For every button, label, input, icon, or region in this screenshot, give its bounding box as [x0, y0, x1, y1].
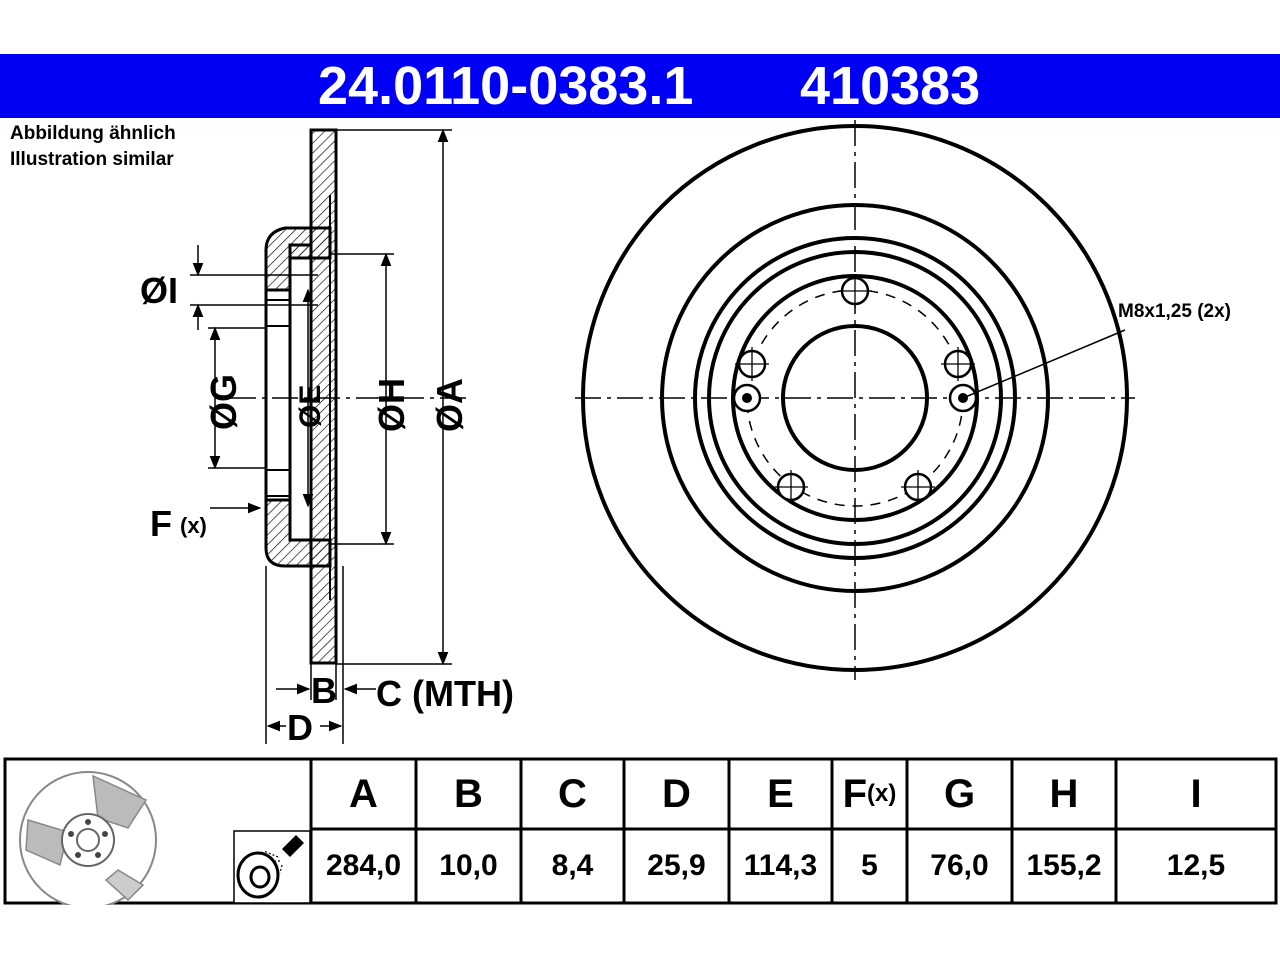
dim-h: ØH — [330, 252, 412, 546]
thread-callout: M8x1,25 (2x) — [962, 301, 1231, 399]
value-b: 10,0 — [439, 849, 498, 882]
label-dia-e: ØE — [294, 385, 327, 428]
header-f-letter: F — [842, 771, 868, 816]
dim-g: ØG — [203, 326, 266, 470]
note-german: Abbildung ähnlich — [10, 123, 176, 144]
label-f: F — [150, 503, 172, 544]
article-number: 410383 — [800, 56, 981, 116]
label-dia-i: ØI — [140, 270, 178, 311]
threaded-holes — [732, 383, 978, 413]
label-f-suffix: (x) — [180, 513, 207, 538]
hat-lower-section — [290, 538, 332, 568]
note-english: Illustration similar — [10, 149, 174, 170]
value-g: 76,0 — [930, 849, 989, 882]
header-bar: 24.0110-0383.1 410383 — [0, 54, 1280, 118]
header-f: F(x) — [832, 759, 907, 829]
disc-front-view — [575, 120, 1135, 680]
bolt-hole — [901, 470, 935, 504]
dim-e: ØE — [294, 288, 327, 508]
part-number: 24.0110-0383.1 — [318, 56, 694, 116]
bolt-holes — [735, 274, 975, 504]
header-i: I — [1190, 771, 1202, 816]
bolt-hole — [774, 470, 808, 504]
table-grid — [3, 757, 1278, 905]
value-i: 12,5 — [1166, 849, 1226, 882]
dim-i: ØI — [140, 245, 318, 330]
dim-b-c-d: B C (MTH) D — [265, 566, 514, 748]
header-c: C — [558, 771, 587, 816]
spray-cleaning-icon — [233, 830, 311, 904]
value-a: 284,0 — [325, 849, 402, 882]
threaded-hole — [732, 383, 762, 413]
header-a: A — [349, 771, 378, 816]
value-h: 155,2 — [1026, 849, 1102, 882]
dim-f: F (x) — [150, 502, 262, 544]
dimension-table: A B C D E F(x) G H I 284,0 10,0 8,4 25,9… — [0, 757, 1280, 905]
value-c: 8,4 — [551, 849, 594, 882]
value-e: 114,3 — [743, 849, 818, 882]
value-f: 5 — [861, 849, 878, 882]
header-d: D — [662, 771, 691, 816]
label-dia-h: ØH — [371, 378, 412, 432]
dim-a: ØA — [336, 128, 470, 666]
label-dia-a: ØA — [429, 378, 470, 432]
bolt-hole — [735, 347, 769, 381]
bolt-hole — [941, 347, 975, 381]
header-h: H — [1049, 771, 1079, 816]
header-e: E — [767, 771, 794, 816]
label-c-mth: C (MTH) — [376, 673, 514, 714]
header-b: B — [454, 771, 483, 816]
bolt-hole — [838, 274, 872, 308]
label-dia-g: ØG — [203, 374, 244, 430]
header-g: G — [943, 771, 976, 816]
label-thread: M8x1,25 (2x) — [1118, 301, 1231, 322]
header-f-suffix: (x) — [867, 780, 897, 807]
disc-thumbnail-icon — [19, 771, 157, 905]
label-b: B — [311, 670, 337, 711]
value-d: 25,9 — [647, 849, 706, 882]
label-d: D — [287, 707, 313, 748]
